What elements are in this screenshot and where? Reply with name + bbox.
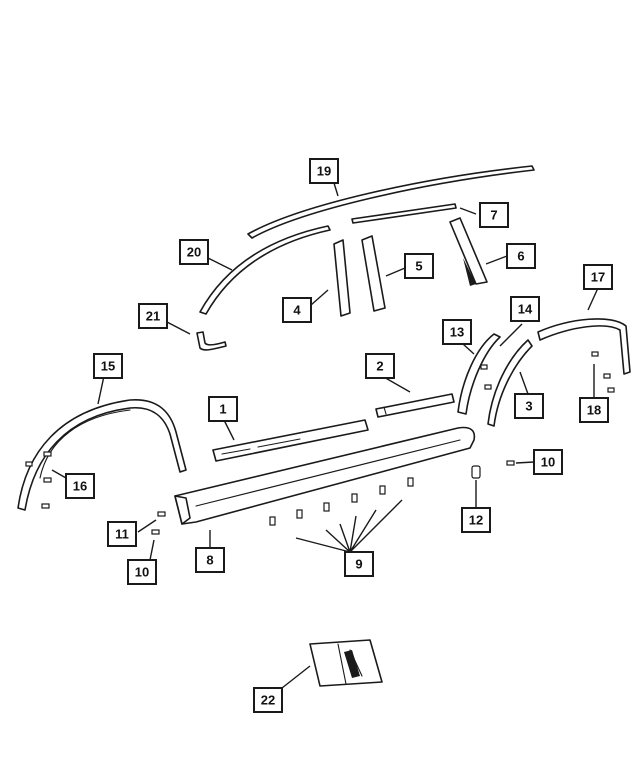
callout-18-label: 18 — [587, 403, 601, 418]
callout-5[interactable]: 5 — [404, 253, 434, 279]
callouts: 19 20 21 7 4 5 6 15 16 1 2 8 9 11 10 12 … — [65, 158, 613, 713]
callout-6[interactable]: 6 — [506, 243, 536, 269]
part-13-door-flare — [457, 333, 501, 415]
callout-15-label: 15 — [101, 359, 115, 374]
part-6-quarter-applique — [449, 217, 488, 286]
callout-10-right[interactable]: 10 — [533, 449, 563, 475]
callout-22[interactable]: 22 — [253, 687, 283, 713]
callout-19-label: 19 — [317, 164, 331, 179]
callout-20[interactable]: 20 — [179, 239, 209, 265]
callout-11-label: 11 — [115, 527, 129, 542]
part-18-clips — [591, 351, 615, 393]
part-2-rear-door-molding — [375, 393, 455, 418]
part-21-corner-molding — [196, 331, 227, 351]
callout-13[interactable]: 13 — [442, 319, 472, 345]
part-12-clip — [471, 465, 481, 479]
callout-16-label: 16 — [73, 479, 87, 494]
part-7-belt-molding — [351, 203, 457, 224]
part-8-rocker-molding — [174, 426, 476, 525]
callout-8[interactable]: 8 — [195, 547, 225, 573]
part-15-front-flare — [17, 399, 187, 511]
callout-12-label: 12 — [469, 513, 483, 528]
callout-17[interactable]: 17 — [583, 264, 613, 290]
callout-19[interactable]: 19 — [309, 158, 339, 184]
part-3-quarter-flare — [487, 339, 533, 427]
callout-15[interactable]: 15 — [93, 353, 123, 379]
callout-14[interactable]: 14 — [510, 296, 540, 322]
part-19-roof-molding — [247, 165, 535, 239]
callout-17-label: 17 — [591, 270, 605, 285]
part-1-door-molding — [212, 419, 369, 462]
callout-3-label: 3 — [525, 399, 532, 414]
callout-9-label: 9 — [355, 557, 362, 572]
callout-2-label: 2 — [376, 359, 383, 374]
callout-22-label: 22 — [261, 693, 275, 708]
callout-1-label: 1 — [219, 402, 226, 417]
callout-7[interactable]: 7 — [479, 202, 509, 228]
part-22-decal-sheet — [309, 639, 383, 687]
callout-4-label: 4 — [293, 303, 301, 318]
part-20-windshield-molding — [199, 225, 331, 315]
callout-10-right-label: 10 — [541, 455, 555, 470]
part-17-rear-flare — [537, 318, 631, 375]
callout-3[interactable]: 3 — [514, 393, 544, 419]
callout-13-label: 13 — [450, 325, 464, 340]
callout-10-left-label: 10 — [135, 565, 149, 580]
callout-6-label: 6 — [517, 249, 524, 264]
part-16-clips — [25, 451, 52, 509]
part-10-11-fasteners — [151, 460, 515, 535]
part-4-pillar-applique — [333, 239, 351, 317]
part-9-clips — [269, 477, 414, 526]
callout-2[interactable]: 2 — [365, 353, 395, 379]
callout-16[interactable]: 16 — [65, 473, 95, 499]
leader-lines — [51, 182, 599, 689]
callout-9[interactable]: 9 — [344, 551, 374, 577]
callout-4[interactable]: 4 — [282, 297, 312, 323]
callout-20-label: 20 — [187, 245, 201, 260]
callout-12[interactable]: 12 — [461, 507, 491, 533]
callout-18[interactable]: 18 — [579, 397, 609, 423]
callout-8-label: 8 — [206, 553, 213, 568]
callout-21-label: 21 — [146, 309, 160, 324]
callout-11[interactable]: 11 — [107, 521, 137, 547]
callout-21[interactable]: 21 — [138, 303, 168, 329]
callout-14-label: 14 — [518, 302, 533, 317]
callout-7-label: 7 — [490, 208, 497, 223]
callout-1[interactable]: 1 — [208, 396, 238, 422]
callout-5-label: 5 — [415, 259, 422, 274]
callout-10-left[interactable]: 10 — [127, 559, 157, 585]
part-5-pillar-applique — [361, 235, 386, 312]
